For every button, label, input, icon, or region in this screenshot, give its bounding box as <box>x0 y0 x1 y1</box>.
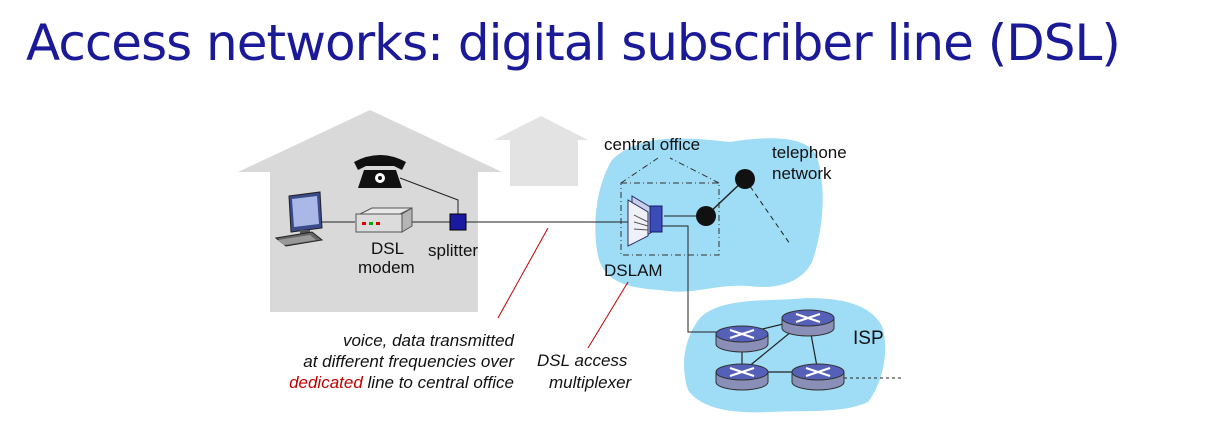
splitter-label: splitter <box>428 241 478 260</box>
telephone-network-dashed <box>744 178 791 245</box>
router-icon <box>715 363 769 391</box>
voice-data-caption-line3: dedicated line to central office <box>289 373 514 392</box>
voice-data-pointer <box>497 227 549 319</box>
central-office-pointer-right <box>669 157 720 184</box>
dslam-caption-line2: multiplexer <box>549 373 633 392</box>
dsl-label: DSL <box>371 239 404 258</box>
telephone-icon <box>354 155 406 188</box>
phone-switch-node <box>696 206 716 226</box>
dedicated-emphasis: dedicated <box>289 373 363 392</box>
central-office-box <box>620 182 720 256</box>
dsl-modem-icon <box>355 207 413 233</box>
network-switch-node <box>735 169 755 189</box>
voice-data-caption-line1: voice, data transmitted <box>343 331 515 350</box>
page-title: Access networks: digital subscriber line… <box>26 14 1121 72</box>
central-office-label: central office <box>604 135 700 154</box>
telephone-label: telephone <box>772 143 847 162</box>
modem-label: modem <box>358 258 415 277</box>
central-office-house <box>494 116 588 186</box>
phone-to-splitter-line <box>399 177 459 214</box>
router-icon <box>791 363 845 391</box>
dslam-pointer <box>587 281 629 349</box>
computer-icon <box>274 191 324 247</box>
dslam-icon <box>627 195 663 247</box>
router-icon <box>715 325 769 353</box>
router-icon <box>781 309 835 337</box>
isp-label: ISP <box>853 328 884 349</box>
network-label: network <box>772 164 832 183</box>
dslam-to-isp-line <box>660 225 718 333</box>
voice-data-caption-line2: at different frequencies over <box>303 352 515 371</box>
splitter-icon <box>449 213 467 231</box>
central-office-pointer-left <box>620 157 659 184</box>
dslam-caption-line1: DSL access <box>537 351 628 370</box>
voice-data-caption-line3-rest: line to central office <box>363 373 514 392</box>
dslam-label: DSLAM <box>604 261 663 280</box>
